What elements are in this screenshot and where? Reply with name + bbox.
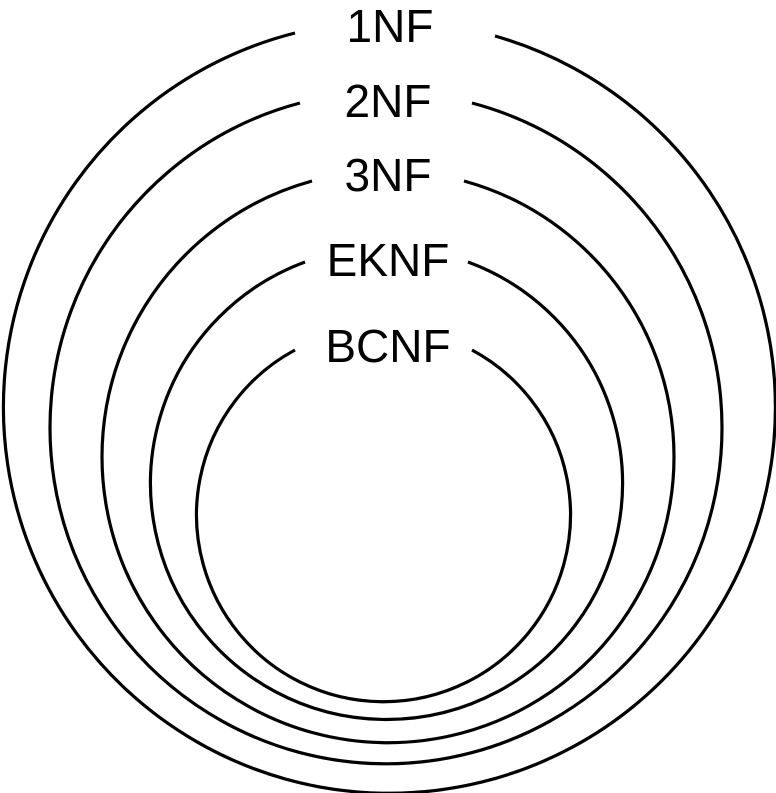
- ring-bcnf-label: BCNF: [325, 320, 450, 372]
- ring-2nf: 2NF: [48, 75, 724, 766]
- ring-1nf-label: 1NF: [347, 0, 434, 52]
- ring-bcnf: BCNF: [194, 320, 573, 704]
- ring-eknf: EKNF: [148, 234, 625, 721]
- ring-2nf-label: 2NF: [345, 75, 432, 127]
- ring-1nf-outline: [1, 31, 776, 793]
- ring-bcnf-outline: [194, 348, 573, 704]
- ring-2nf-outline: [48, 101, 724, 766]
- ring-3nf: 3NF: [100, 149, 676, 745]
- ring-3nf-outline: [100, 179, 676, 745]
- ring-3nf-label: 3NF: [345, 149, 432, 201]
- ring-eknf-outline: [148, 260, 625, 721]
- ring-eknf-label: EKNF: [327, 234, 450, 286]
